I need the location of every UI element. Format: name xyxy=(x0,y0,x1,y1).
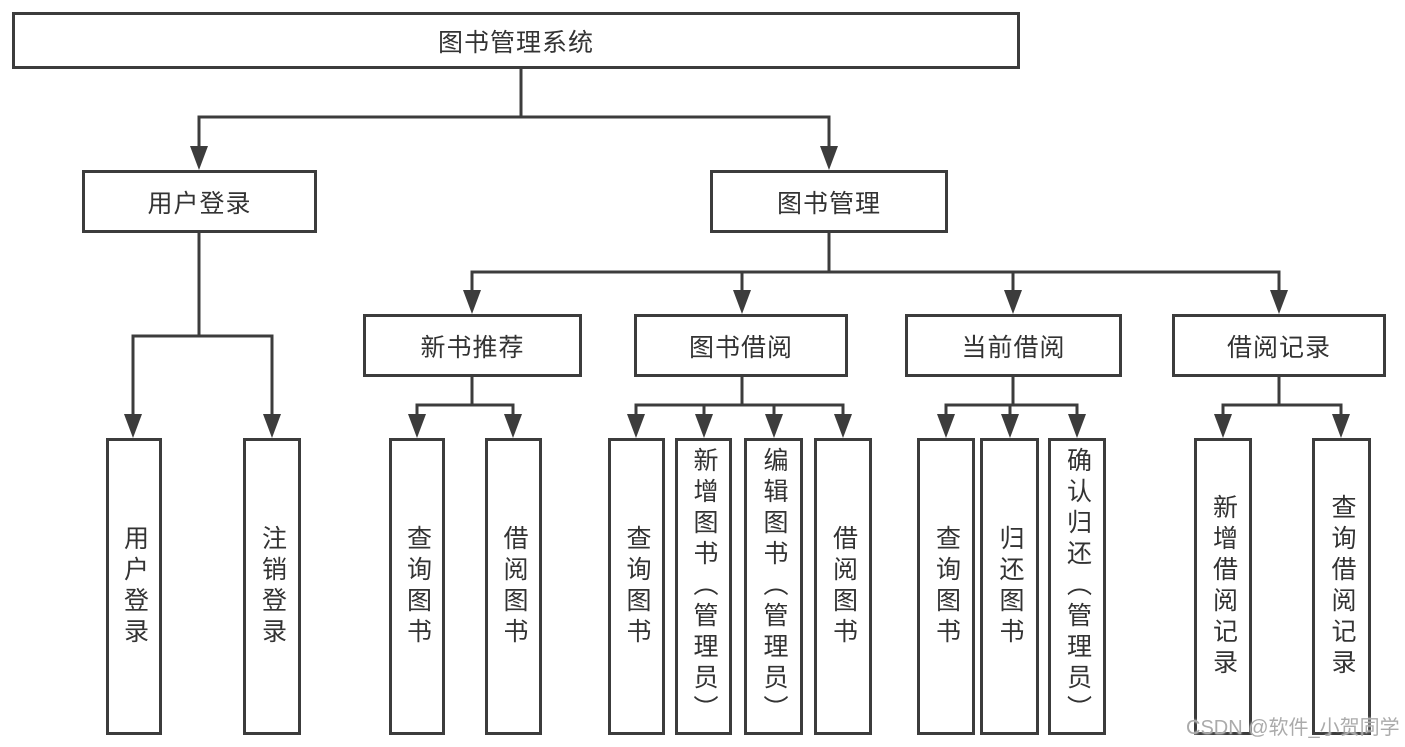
leaf-add-borrow-record: 新增借阅记录 xyxy=(1194,438,1252,735)
node-label: 新增图书（管理员） xyxy=(690,447,718,726)
node-label: 编辑图书（管理员） xyxy=(760,447,788,726)
leaf-query-books-recommend: 查询图书 xyxy=(389,438,445,735)
node-label: 注销登录 xyxy=(258,524,287,649)
leaf-query-books-current: 查询图书 xyxy=(917,438,975,735)
leaf-query-borrow-record: 查询借阅记录 xyxy=(1312,438,1371,735)
leaf-return-books: 归还图书 xyxy=(980,438,1039,735)
node-borrowing-records: 借阅记录 xyxy=(1172,314,1386,377)
leaf-add-books-admin: 新增图书（管理员） xyxy=(675,438,732,735)
node-user-login: 用户登录 xyxy=(82,170,317,233)
node-label: 借阅图书 xyxy=(500,524,528,649)
csdn-watermark: CSDN @软件_小贺同学 xyxy=(1186,717,1400,739)
node-book-management: 图书管理 xyxy=(710,170,948,233)
node-library-management-system: 图书管理系统 xyxy=(12,12,1020,69)
node-book-borrowing: 图书借阅 xyxy=(634,314,848,377)
leaf-user-login: 用户登录 xyxy=(106,438,162,735)
leaf-logout-login: 注销登录 xyxy=(243,438,301,735)
leaf-edit-books-admin: 编辑图书（管理员） xyxy=(744,438,803,735)
node-label: 用户登录 xyxy=(120,524,149,649)
node-label: 查询图书 xyxy=(403,524,432,649)
node-label: 查询图书 xyxy=(932,524,961,649)
leaf-confirm-return-admin: 确认归还（管理员） xyxy=(1048,438,1106,735)
leaf-borrow-books-recommend: 借阅图书 xyxy=(485,438,542,735)
node-label: 确认归还（管理员） xyxy=(1063,447,1092,726)
node-label: 归还图书 xyxy=(996,524,1024,649)
leaf-borrow-books-borrow: 借阅图书 xyxy=(814,438,872,735)
node-current-borrowing: 当前借阅 xyxy=(905,314,1122,377)
node-label: 借阅图书 xyxy=(829,524,858,649)
node-label: 查询借阅记录 xyxy=(1328,493,1356,680)
node-label: 查询图书 xyxy=(623,524,651,649)
node-label: 新增借阅记录 xyxy=(1209,493,1238,680)
node-new-book-recommendation: 新书推荐 xyxy=(363,314,582,377)
leaf-query-books-borrow: 查询图书 xyxy=(608,438,665,735)
